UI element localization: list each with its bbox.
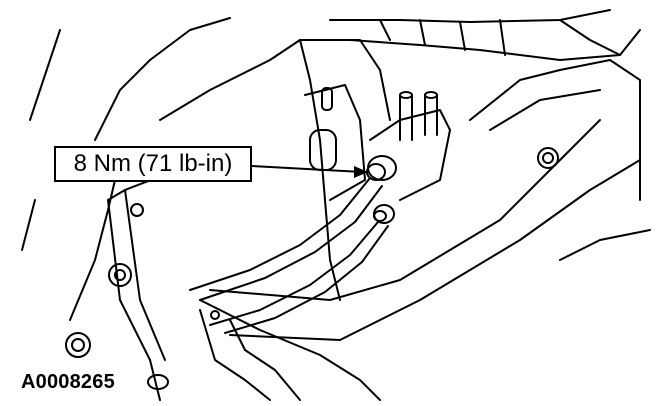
hole-center (210, 310, 220, 320)
leader-line (251, 165, 363, 173)
fitting-lower-inner (373, 210, 387, 222)
bracket-plate (304, 84, 366, 201)
frame-rail-left (107, 149, 231, 401)
upper-member-edge (299, 39, 391, 121)
bolt-left-lower-inner (71, 338, 85, 352)
lower-bracket (199, 309, 271, 401)
cooler-tube-vertical-1 (399, 94, 413, 141)
cooler-line-upper-2 (199, 185, 383, 301)
frame-rail-inner (124, 189, 166, 361)
bracket-slot (321, 87, 333, 111)
core-support-edge (559, 19, 641, 56)
crossmember-bottom (229, 159, 641, 341)
lower-bracket-2 (229, 319, 301, 401)
torque-callout: 8 Nm (71 lb-in) (54, 146, 252, 182)
hole-left (130, 203, 144, 217)
core-support-lower (349, 39, 621, 61)
bolt-right (537, 147, 559, 169)
left-panel-edge (29, 29, 61, 121)
cooler-bracket (369, 109, 451, 201)
cooler-line-lower-2 (224, 225, 389, 334)
tube-cap-2 (424, 91, 438, 99)
cooler-tube-vertical-2 (424, 94, 438, 136)
left-panel-edge-2 (21, 199, 36, 251)
crossmember-top (209, 119, 601, 301)
bolt-left-upper-inner (114, 269, 126, 281)
fitting-nut (367, 155, 397, 181)
bolt-bottom (147, 374, 169, 390)
cooler-line-upper (189, 177, 371, 291)
figure-id-label: A0008265 (21, 371, 115, 393)
crossmember (199, 299, 381, 401)
cooler-line-lower (209, 221, 379, 326)
bolt-left-upper (108, 263, 132, 287)
bolt-left-lower (65, 332, 91, 358)
right-lower-edge (559, 229, 651, 261)
tube-cap-1 (399, 91, 413, 99)
core-support (329, 9, 611, 23)
body-panel-outline (69, 17, 231, 321)
torque-spec-label: 8 Nm (71 lb-in) (73, 150, 233, 177)
bolt-right-inner (542, 152, 554, 164)
right-member-inner (489, 89, 601, 131)
right-member (469, 59, 641, 201)
core-support-grid (379, 19, 506, 56)
inner-fender-line (159, 39, 301, 121)
leader-arrowhead (354, 166, 368, 178)
